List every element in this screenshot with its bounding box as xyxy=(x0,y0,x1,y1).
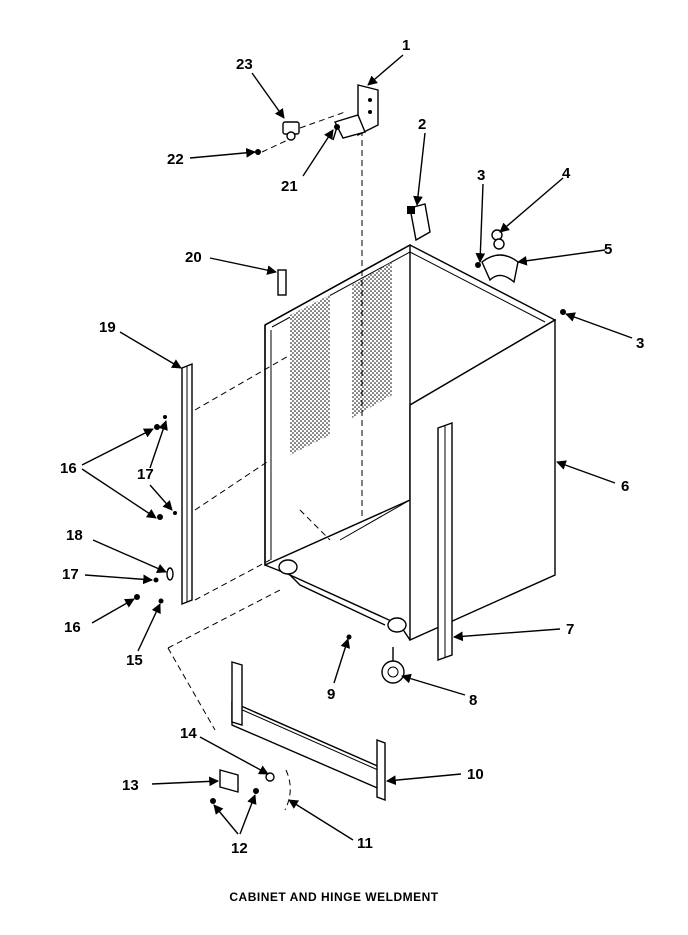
screw-3a xyxy=(475,262,481,268)
callout-17a: 17 xyxy=(137,466,154,483)
leader-lines xyxy=(81,54,633,841)
callout-9: 9 xyxy=(327,686,335,703)
callout-2: 2 xyxy=(418,116,426,133)
hinge-pin xyxy=(282,121,300,141)
callout-11: 11 xyxy=(357,835,373,852)
screw-22 xyxy=(255,149,261,155)
callout-13: 13 xyxy=(122,777,139,794)
callout-14: 14 xyxy=(180,725,197,742)
screw-12a xyxy=(210,798,216,804)
callout-12: 12 xyxy=(231,840,248,857)
washer-14 xyxy=(265,772,275,782)
callout-17b: 17 xyxy=(62,566,79,583)
screw-3b xyxy=(560,309,566,315)
callout-10: 10 xyxy=(467,766,484,783)
screw-21 xyxy=(332,124,340,141)
side-trim-strip xyxy=(181,362,193,606)
callout-5: 5 xyxy=(604,241,612,258)
small-bracket xyxy=(277,269,287,296)
screw-12b xyxy=(253,788,259,794)
latch-clip xyxy=(407,203,431,242)
spring-11 xyxy=(284,769,291,811)
trim-fasteners xyxy=(134,415,177,604)
hinge-weldment-bar xyxy=(231,661,386,802)
callout-3b: 3 xyxy=(636,335,644,352)
hinge-clip-13 xyxy=(219,769,239,793)
callout-1: 1 xyxy=(402,37,410,54)
callout-18: 18 xyxy=(66,527,83,544)
callout-4: 4 xyxy=(562,165,571,182)
callout-16b: 16 xyxy=(64,619,81,636)
diagram-caption: CABINET AND HINGE WELDMENT xyxy=(229,890,438,904)
clip-4 xyxy=(491,229,505,250)
screw-9 xyxy=(346,634,352,640)
callout-7: 7 xyxy=(566,621,574,638)
callout-6: 6 xyxy=(621,478,629,495)
caster-wheel xyxy=(381,647,405,684)
callout-15: 15 xyxy=(126,652,143,669)
cabinet xyxy=(264,110,557,642)
hose-5 xyxy=(481,254,519,284)
front-trim-strip xyxy=(437,422,453,661)
callout-labels: 1 23 22 21 2 3 4 5 3 20 19 6 16 17 18 17… xyxy=(60,37,644,857)
callout-21: 21 xyxy=(281,178,298,195)
hinge-bracket xyxy=(334,84,379,139)
callout-16a: 16 xyxy=(60,460,77,477)
callout-3a: 3 xyxy=(477,167,485,184)
callout-20: 20 xyxy=(185,249,202,266)
callout-22: 22 xyxy=(167,151,184,168)
callout-19: 19 xyxy=(99,319,116,336)
callout-23: 23 xyxy=(236,56,253,73)
callout-8: 8 xyxy=(469,692,477,709)
